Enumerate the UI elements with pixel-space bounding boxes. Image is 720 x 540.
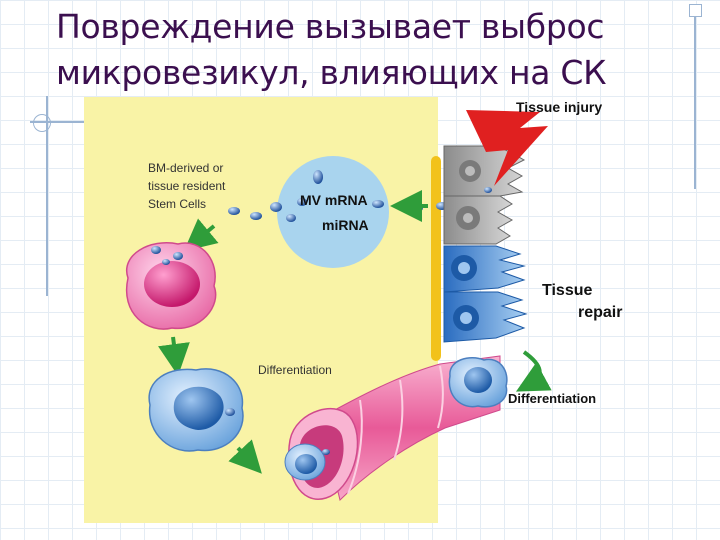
- stem-cells-label-1: BM-derived or: [148, 161, 223, 175]
- stem-cells-label-2: tissue resident: [148, 179, 226, 193]
- arrow-right-differentiation: [515, 350, 552, 392]
- deco-square: [689, 4, 702, 17]
- blue-cell-in-vessel: [284, 443, 330, 481]
- differentiation-right-label: Differentiation: [508, 391, 596, 406]
- differentiation-left-label: Differentiation: [258, 363, 332, 377]
- tissue-injury-label: Tissue injury: [516, 99, 602, 115]
- deco-circle: [33, 114, 51, 132]
- mv-mrna-label: MV mRNA: [300, 192, 368, 208]
- title-line-1: Повреждение вызывает выброс: [56, 7, 605, 46]
- slide-title: Повреждение вызывает выброс микровезикул…: [56, 4, 706, 96]
- deco-right-line: [694, 14, 696, 189]
- tissue-repair-label-2: repair: [578, 304, 622, 321]
- arrow-to-stem-cell: [183, 218, 219, 252]
- injured-tissue-cells: [443, 145, 526, 245]
- tissue-repair-label-1: Tissue: [542, 282, 593, 299]
- right-differentiating-cell: [448, 356, 508, 408]
- blue-differentiated-cell: [148, 368, 244, 452]
- bubble-microvesicles: [297, 170, 323, 206]
- barrier-bar: [431, 156, 441, 361]
- repaired-tissue-cells: [443, 245, 528, 343]
- mirna-label: miRNA: [322, 217, 369, 233]
- deco-vertical-line: [46, 96, 48, 296]
- deco-horizontal-line: [30, 121, 90, 123]
- arrow-down-differentiation: [158, 336, 190, 376]
- lightning-bolt-icon: [466, 110, 548, 186]
- pink-stem-cell: [125, 242, 217, 330]
- stem-cells-label-3: Stem Cells: [148, 197, 206, 211]
- arrow-to-vessel: [228, 439, 262, 474]
- title-line-2: микровезикул, влияющих на СК: [56, 53, 607, 92]
- microvesicle-bubble: [277, 156, 389, 268]
